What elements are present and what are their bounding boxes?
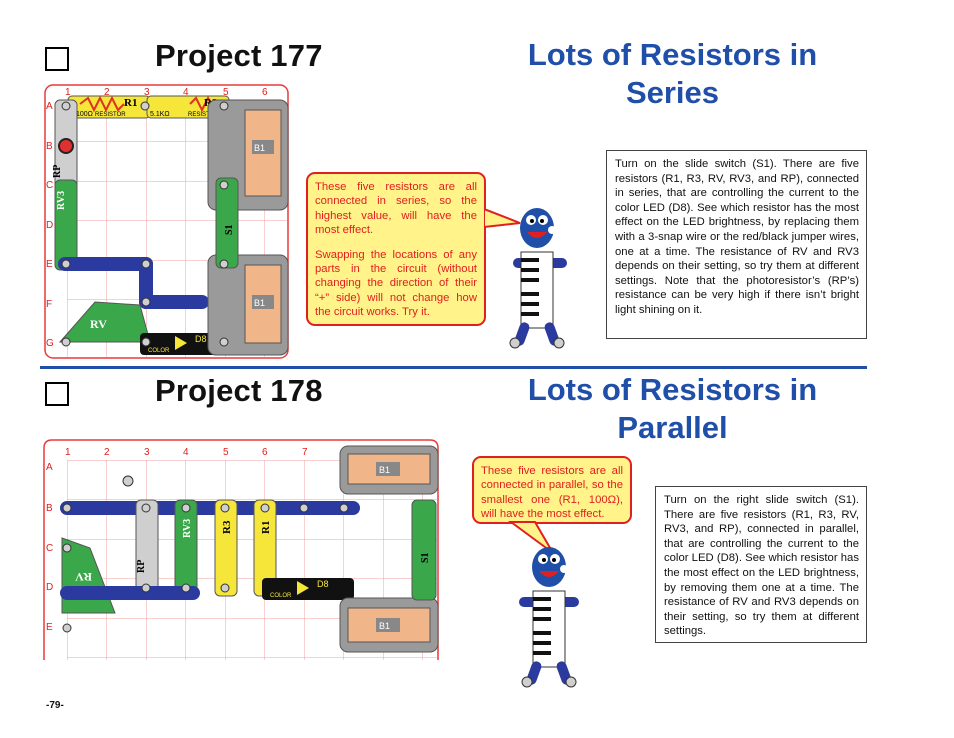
svg-text:D: D xyxy=(46,582,53,593)
svg-text:D8: D8 xyxy=(195,334,207,344)
svg-text:COLOR: COLOR xyxy=(148,348,170,354)
svg-text:B1: B1 xyxy=(379,621,390,631)
project177-checkbox-icon[interactable] xyxy=(45,47,69,71)
svg-text:6: 6 xyxy=(262,87,268,98)
project177-wire-3snap xyxy=(58,257,153,271)
svg-text:2: 2 xyxy=(104,447,110,458)
svg-text:B: B xyxy=(46,141,53,152)
svg-text:B1: B1 xyxy=(379,465,390,475)
project177-mascot-icon xyxy=(509,208,567,349)
svg-text:RV: RV xyxy=(75,570,92,584)
project178-r3-resistor xyxy=(214,499,238,597)
project178-rv3-resistor xyxy=(174,499,198,597)
project177-circuit-diagram: 1 2 3 4 5 6 A B C D E F G R1 R3 100Ω RES… xyxy=(44,84,289,359)
svg-text:RP: RP xyxy=(136,560,147,573)
svg-text:5.1KΩ: 5.1KΩ xyxy=(150,111,170,118)
project178-subtitle-line1: Lots of Resistors in xyxy=(527,372,818,407)
project177-wire-bottom xyxy=(139,295,209,309)
svg-text:6: 6 xyxy=(262,447,268,458)
svg-text:S1: S1 xyxy=(420,552,431,563)
svg-text:A: A xyxy=(46,101,53,112)
svg-text:D: D xyxy=(46,220,53,231)
svg-text:B1: B1 xyxy=(254,143,265,153)
svg-text:5: 5 xyxy=(223,447,229,458)
project178-s1-slide-switch xyxy=(411,499,437,601)
project178-callout: These five resistors are all connected i… xyxy=(472,456,632,524)
svg-text:R3: R3 xyxy=(221,520,233,534)
project177-s1-slide-switch xyxy=(215,177,239,269)
project177-subtitle-line2: Series xyxy=(625,75,720,110)
project177-callout-pointer xyxy=(484,207,521,229)
svg-text:RESISTOR: RESISTOR xyxy=(188,112,219,118)
project177-row-labels: A B C D E F G xyxy=(46,101,54,349)
svg-text:1: 1 xyxy=(65,447,71,458)
svg-text:E: E xyxy=(46,259,53,270)
project177-column-labels: 1 2 3 4 5 6 xyxy=(65,87,268,98)
project178-subtitle-line2: Parallel xyxy=(617,410,728,445)
project178-rp-photoresistor xyxy=(135,499,159,597)
project178-wire-bottom xyxy=(60,586,200,600)
svg-text:B: B xyxy=(46,503,53,514)
project178-d8-led xyxy=(262,578,354,600)
svg-text:1: 1 xyxy=(65,87,71,98)
project178-column-labels: 1 2 3 4 5 6 7 xyxy=(65,447,308,458)
svg-text:G: G xyxy=(46,338,54,349)
svg-text:B1: B1 xyxy=(254,298,265,308)
project177-callout-text-1: These five resistors are all connected i… xyxy=(315,181,477,237)
svg-text:C: C xyxy=(46,180,53,191)
svg-text:RESISTOR: RESISTOR xyxy=(95,112,126,118)
project178-title: Project 178 xyxy=(155,373,323,408)
svg-text:D8: D8 xyxy=(317,579,329,589)
project178-mascot-icon xyxy=(519,547,579,688)
svg-text:4: 4 xyxy=(183,447,189,458)
svg-text:E: E xyxy=(46,622,53,633)
svg-text:S1: S1 xyxy=(224,224,235,235)
svg-text:5: 5 xyxy=(223,87,229,98)
project178-circuit-diagram: 1 2 3 4 5 6 7 A B C D E RV RP RV3 R3 R1 … xyxy=(43,439,439,660)
svg-text:F: F xyxy=(46,299,52,310)
svg-text:3: 3 xyxy=(144,87,150,98)
svg-text:100Ω: 100Ω xyxy=(76,111,93,118)
svg-text:3: 3 xyxy=(144,447,150,458)
svg-text:7: 7 xyxy=(302,447,308,458)
project177-description: Turn on the slide switch (S1). There are… xyxy=(606,150,867,339)
svg-text:4: 4 xyxy=(183,87,189,98)
svg-text:2: 2 xyxy=(104,87,110,98)
page-number: -79- xyxy=(46,700,64,711)
project177-callout-text-2: Swapping the locations of any parts in t… xyxy=(315,248,477,319)
project178-callout-pointer xyxy=(507,521,554,554)
svg-text:RV3: RV3 xyxy=(182,519,193,538)
project178-checkbox-icon[interactable] xyxy=(45,382,69,406)
project177-subtitle-line1: Lots of Resistors in xyxy=(527,37,818,72)
project178-wire-top xyxy=(60,501,360,515)
section-divider xyxy=(40,366,867,369)
svg-text:RV: RV xyxy=(90,317,107,331)
project178-row-labels: A B C D E xyxy=(46,462,53,633)
project178-subtitle: Lots of Resistors in Parallel xyxy=(490,371,855,447)
project178-description: Turn on the right slide switch (S1). The… xyxy=(655,486,867,643)
svg-text:R1: R1 xyxy=(260,521,272,534)
svg-text:RV3: RV3 xyxy=(56,191,67,210)
project177-rv-adjustable-resistor xyxy=(58,301,151,343)
svg-text:COLOR: COLOR xyxy=(270,593,292,599)
svg-text:RP: RP xyxy=(52,165,63,178)
project177-subtitle: Lots of Resistors in Series xyxy=(490,36,855,112)
svg-text:C: C xyxy=(46,543,53,554)
project177-title: Project 177 xyxy=(155,38,323,73)
project177-callout: These five resistors are all connected i… xyxy=(306,172,486,326)
svg-text:A: A xyxy=(46,462,53,473)
project177-r1-label: R1 xyxy=(124,97,137,109)
